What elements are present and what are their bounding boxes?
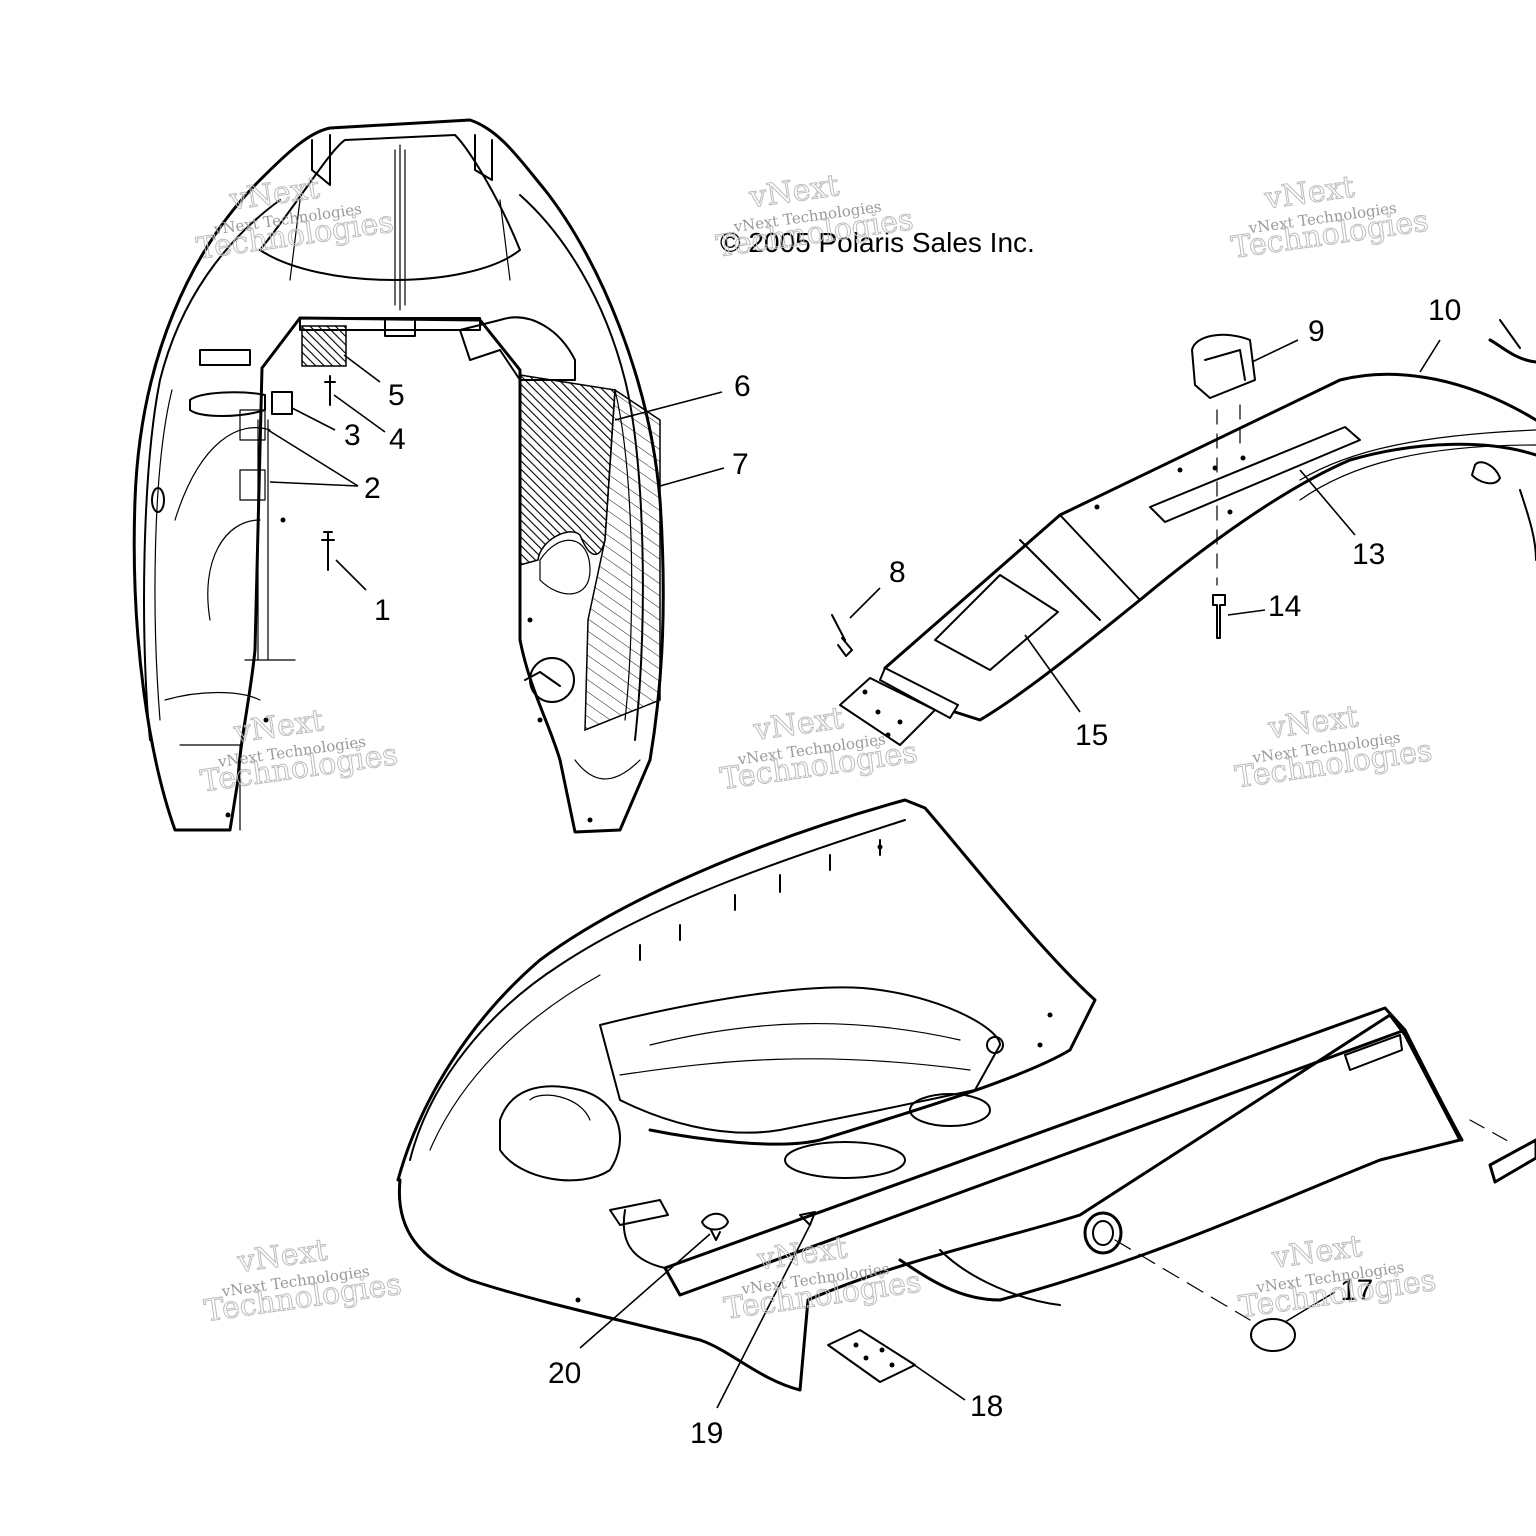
- rail-assembly: [831, 319, 1536, 746]
- callout-13: 13: [1352, 538, 1385, 571]
- callout-14: 14: [1268, 590, 1301, 623]
- copyright-text: © 2005 Polaris Sales Inc.: [720, 227, 1035, 258]
- callout-19: 19: [690, 1417, 723, 1450]
- watermark-1: vNext vNext Technologies Technologies: [194, 170, 396, 267]
- callout-20: 20: [548, 1357, 581, 1390]
- callout-1: 1: [374, 594, 391, 627]
- watermark-6: vNext vNext Technologies Technologies: [1232, 699, 1434, 796]
- watermark-7: vNext vNext Technologies Technologies: [202, 1232, 404, 1329]
- watermark-9: vNext vNext Technologies Technologies: [1236, 1228, 1438, 1325]
- watermarks: vNext vNext Technologies Technologies vN…: [194, 168, 1439, 1330]
- callout-15: 15: [1075, 719, 1108, 752]
- watermark-5: vNext vNext Technologies Technologies: [718, 700, 920, 797]
- callout-8: 8: [889, 556, 906, 589]
- callout-labels: 1 2 3 4 5 6 7 8 9 10 13 14 15 17 18 19 2…: [344, 294, 1461, 1450]
- callout-2: 2: [364, 472, 381, 505]
- callout-7: 7: [732, 448, 749, 481]
- leader-lines: [267, 339, 1441, 1409]
- callout-10: 10: [1428, 294, 1461, 327]
- callout-3: 3: [344, 419, 361, 452]
- callout-5: 5: [388, 379, 405, 412]
- callout-9: 9: [1308, 315, 1325, 348]
- callout-4: 4: [389, 423, 406, 456]
- callout-6: 6: [734, 370, 751, 403]
- callout-17: 17: [1340, 1274, 1373, 1307]
- watermark-2: vNext vNext Technologies Technologies: [713, 168, 915, 265]
- watermark-4: vNext vNext Technologies Technologies: [198, 703, 400, 800]
- side-panel-assembly: [396, 798, 1536, 1392]
- watermark-3: vNext vNext Technologies Technologies: [1229, 169, 1431, 266]
- callout-18: 18: [970, 1390, 1003, 1423]
- watermark-8: vNext vNext Technologies Technologies: [721, 1230, 923, 1327]
- hood-assembly: [132, 118, 665, 834]
